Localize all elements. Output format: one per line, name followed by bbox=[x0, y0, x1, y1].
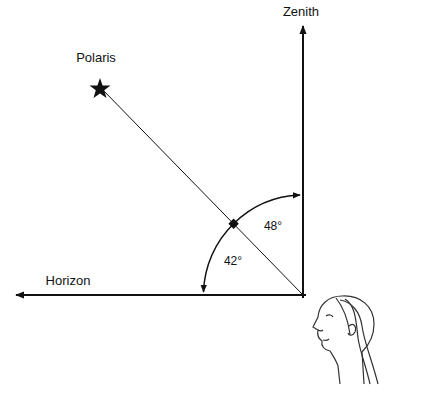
axis-name: Zenith bbox=[283, 5, 319, 19]
observer-head bbox=[313, 296, 378, 384]
axis-name: Horizon bbox=[46, 274, 91, 288]
angle-value: 48° bbox=[264, 220, 282, 233]
angle-value: 42° bbox=[224, 255, 242, 268]
polaris-star bbox=[90, 78, 111, 98]
zenith-axis bbox=[302, 26, 304, 298]
zenith-angle-arc bbox=[234, 195, 300, 224]
sight-line bbox=[102, 89, 303, 295]
arc-junction bbox=[228, 219, 238, 229]
star-name: Polaris bbox=[76, 51, 116, 65]
horizon-axis bbox=[16, 294, 306, 296]
